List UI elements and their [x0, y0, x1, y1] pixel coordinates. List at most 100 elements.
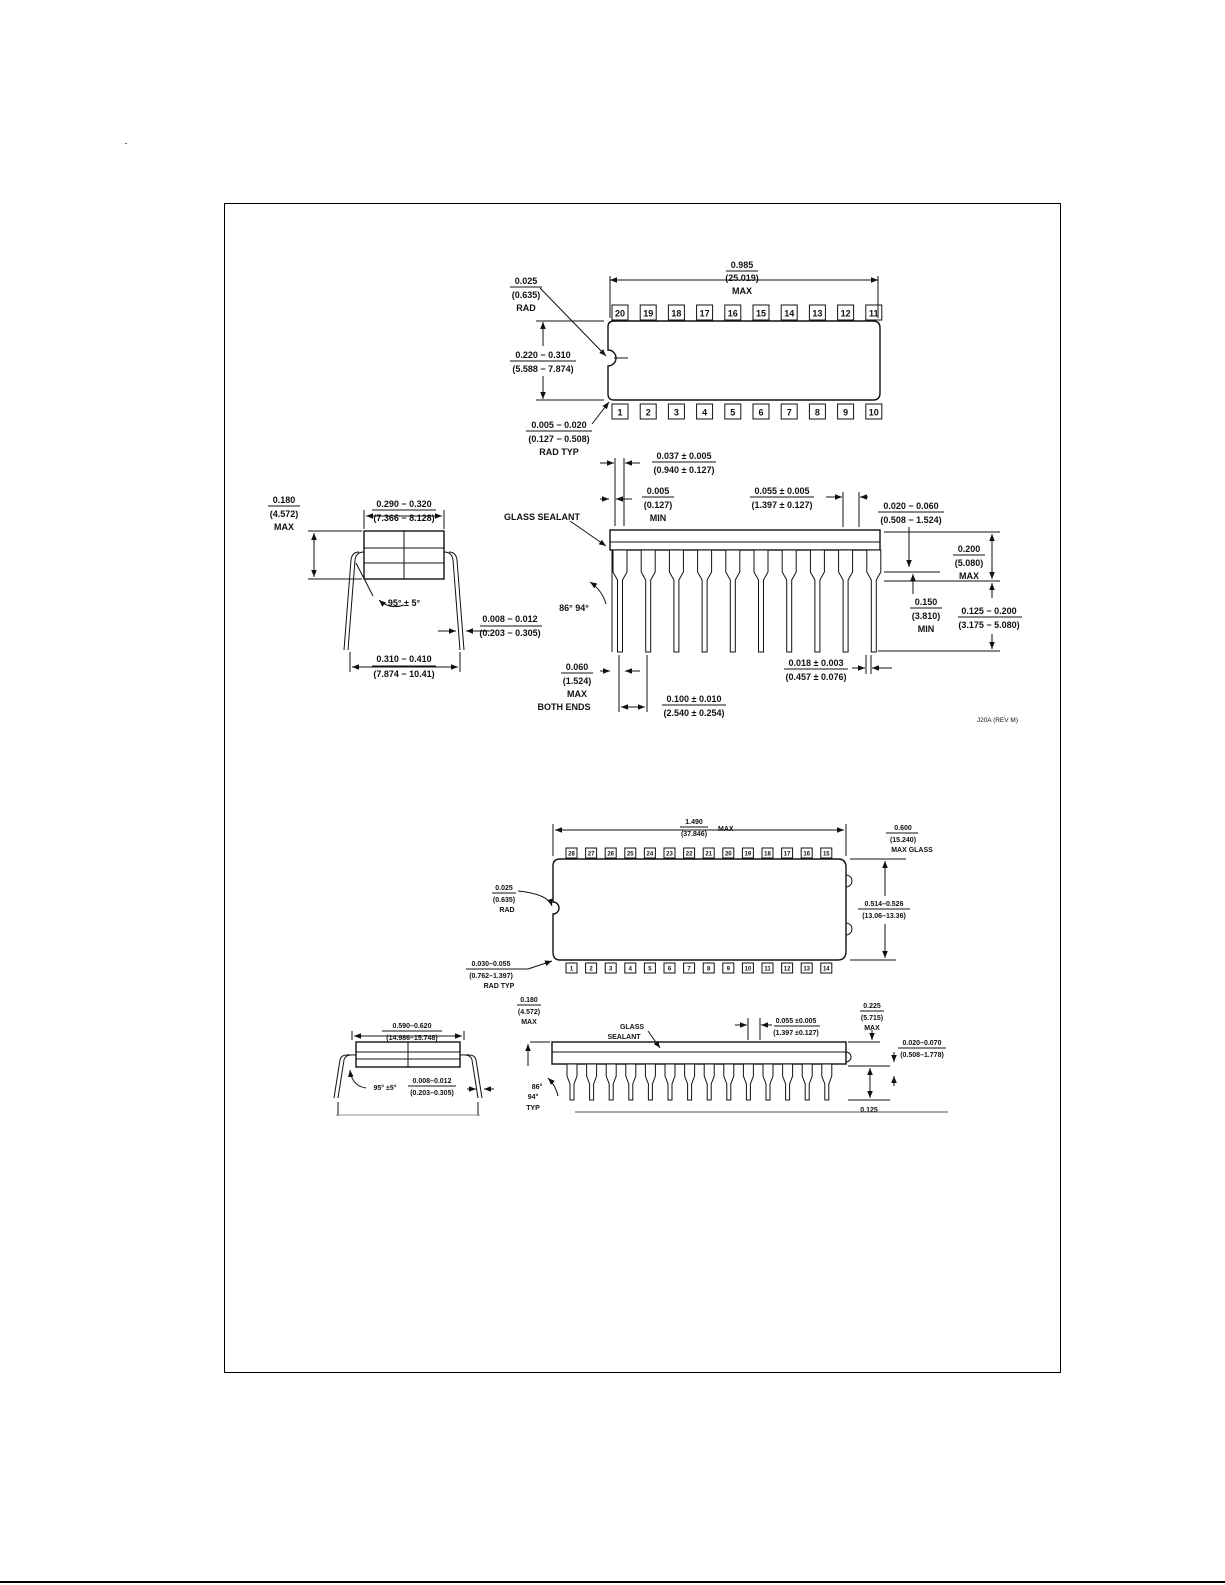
- pkg1-top-pin-number: 16: [728, 308, 738, 318]
- pkg2-standoff-mm-label: (0.508–1.778): [900, 1052, 944, 1059]
- pkg1-row-spacing-label: 0.310 − 0.410: [376, 654, 431, 664]
- pkg2-bottom-pin-number: 6: [668, 967, 672, 973]
- pkg2-top-pin: 25: [624, 847, 637, 859]
- pkg1-standoff-mm-label: (0.508 − 1.524): [880, 515, 941, 525]
- pkg1-top-pin: 11: [865, 304, 883, 321]
- pkg2-width-mm-label: (13.06–13.36): [862, 913, 906, 920]
- pkg1-bottom-pin-number: 6: [758, 407, 763, 417]
- pkg2-bottom-pin: 11: [761, 962, 774, 974]
- pkg2-top-pin: 28: [565, 847, 578, 859]
- pkg1-lead-tip-mm-label: (0.457 ± 0.076): [786, 672, 847, 682]
- pkg1-top-pin-number: 11: [869, 308, 879, 318]
- pkg2-top-pin-number: 22: [686, 852, 693, 858]
- pkg2-top-pin: 16: [800, 847, 813, 859]
- pkg1-bottom-pin: 9: [837, 403, 855, 420]
- pkg2-bottom-pin-number: 5: [648, 967, 652, 973]
- pkg1-width-mm-label: (5.588 − 7.874): [512, 364, 573, 374]
- pkg1-top-pin: 13: [808, 304, 826, 321]
- pkg2-height-label: 0.180: [520, 997, 538, 1004]
- pkg2-bottom-pin: 14: [820, 962, 833, 974]
- pkg1-shoulder-mm-label: (0.940 ± 0.127): [654, 465, 715, 475]
- pkg1-side-lead: [612, 549, 628, 653]
- pkg2-notch-rad-note: RAD: [499, 907, 514, 914]
- pkg2-corner-rad-note: RAD TYP: [484, 983, 515, 990]
- pkg1-end-height-mm-label: (4.572): [270, 509, 299, 519]
- pkg2-top-pin-number: 21: [705, 852, 712, 858]
- pkg1-end-body-width-label: 0.290 − 0.320: [376, 499, 431, 509]
- pkg2-top-pin-number: 16: [803, 852, 810, 858]
- pkg1-top-pin: 16: [724, 304, 742, 321]
- pkg1-shoulder-label: 0.037 ± 0.005: [657, 451, 712, 461]
- scan-speck: [125, 143, 127, 144]
- pkg1-lead-len-min-label: 0.150: [915, 597, 938, 607]
- pkg1-corner-rad-label: 0.005 − 0.020: [531, 420, 586, 430]
- pkg2-end-body-width-mm-label: (14.986–15.748): [386, 1035, 437, 1042]
- pkg1-pitch-mm-label: (2.540 ± 0.254): [664, 708, 725, 718]
- pkg1-glass-sealant-label: GLASS SEALANT: [504, 512, 581, 522]
- pkg2-bottom-pin: 8: [702, 962, 715, 974]
- pkg1-end-angle-label: 95° ± 5°: [388, 598, 421, 608]
- pkg1-end-body-width-mm-label: (7.366 − 8.128): [373, 513, 434, 523]
- pkg1-top-pin-number: 20: [615, 308, 625, 318]
- pkg2-bottom-pin: 5: [643, 962, 656, 974]
- pkg2-top-pin-number: 17: [784, 852, 791, 858]
- pkg2-bottom-pin: 10: [741, 962, 754, 974]
- pkg1-lead-len-min-note: MIN: [918, 624, 935, 634]
- pkg2-bottom-pin-number: 12: [784, 967, 791, 973]
- pkg2-bottom-pin-number: 8: [707, 967, 711, 973]
- pkg2-notch-rad-mm-label: (0.635): [493, 897, 515, 904]
- pkg2-angle-label-2: 94°: [528, 1093, 539, 1101]
- pkg1-top-pin: 18: [667, 304, 685, 321]
- pkg1-top-pin: 15: [752, 304, 770, 321]
- pkg2-height-note: MAX: [521, 1019, 537, 1026]
- pkg1-min-gap-label: 0.005: [647, 486, 670, 496]
- pkg2-standoff-label: 0.020–0.070: [903, 1040, 942, 1047]
- pkg2-bottom-pin-number: 7: [687, 967, 691, 973]
- pkg2-top-pin-number: 28: [568, 852, 575, 858]
- pkg1-lead-thk-label: 0.008 − 0.012: [482, 614, 537, 624]
- pkg1-bottom-pin: 3: [667, 403, 685, 420]
- pkg1-top-pin-number: 14: [784, 308, 794, 318]
- pkg1-end-dim-mm-label: (1.524): [563, 676, 592, 686]
- pkg2-bottom-pin-number: 10: [745, 967, 752, 973]
- pkg1-top-pin-number: 15: [756, 308, 766, 318]
- pkg1-bottom-pin: 10: [865, 403, 883, 420]
- pkg2-bottom-pin: 1: [565, 962, 578, 974]
- pkg1-notch-rad-note: RAD: [516, 303, 536, 313]
- pkg2-height-mm-label: (4.572): [518, 1009, 540, 1016]
- pkg1-side-lead: [781, 549, 797, 653]
- pkg1-top-pin-number: 19: [643, 308, 653, 318]
- pkg1-lead-len-min-mm-label: (3.810): [912, 611, 941, 621]
- pkg2-side-lead: [742, 1063, 754, 1101]
- pkg1-length-note: MAX: [732, 286, 752, 296]
- pkg1-end-view: 95° ± 5° 0.180 (4.572) MAX 0.290 − 0.320…: [268, 495, 542, 679]
- pkg2-end-angle-label: 95° ±5°: [373, 1084, 396, 1092]
- pkg2-side-lead: [684, 1063, 696, 1101]
- pkg2-bottom-pin-number: 4: [629, 967, 633, 973]
- pkg1-pitch-label: 0.100 ± 0.010: [667, 694, 722, 704]
- pkg2-side-lead: [801, 1063, 813, 1101]
- pkg2-top-pin-number: 26: [607, 852, 614, 858]
- pkg2-end-body-width-label: 0.590–0.620: [393, 1023, 432, 1030]
- pkg1-bottom-pin: 6: [752, 403, 770, 420]
- pkg1-bottom-pin-number: 9: [843, 407, 848, 417]
- pkg1-bottom-pin-number: 10: [869, 407, 879, 417]
- pkg1-side-lead: [753, 549, 769, 653]
- pkg2-bottom-pin: 6: [663, 962, 676, 974]
- pkg1-standoff-label: 0.020 − 0.060: [883, 501, 938, 511]
- pkg2-bottom-pin-number: 1: [570, 967, 574, 973]
- pkg2-top-body: [552, 858, 847, 961]
- pkg1-top-pin: 17: [696, 304, 714, 321]
- pkg2-side-lead: [644, 1063, 656, 1101]
- pkg2-top-pin-number: 20: [725, 852, 732, 858]
- pkg1-side-lead: [838, 549, 854, 653]
- pkg1-min-gap-note: MIN: [650, 513, 667, 523]
- pkg2-bottom-pin: 13: [800, 962, 813, 974]
- pkg2-side-lead: [703, 1063, 715, 1101]
- pkg2-bottom-pin-number: 9: [727, 967, 731, 973]
